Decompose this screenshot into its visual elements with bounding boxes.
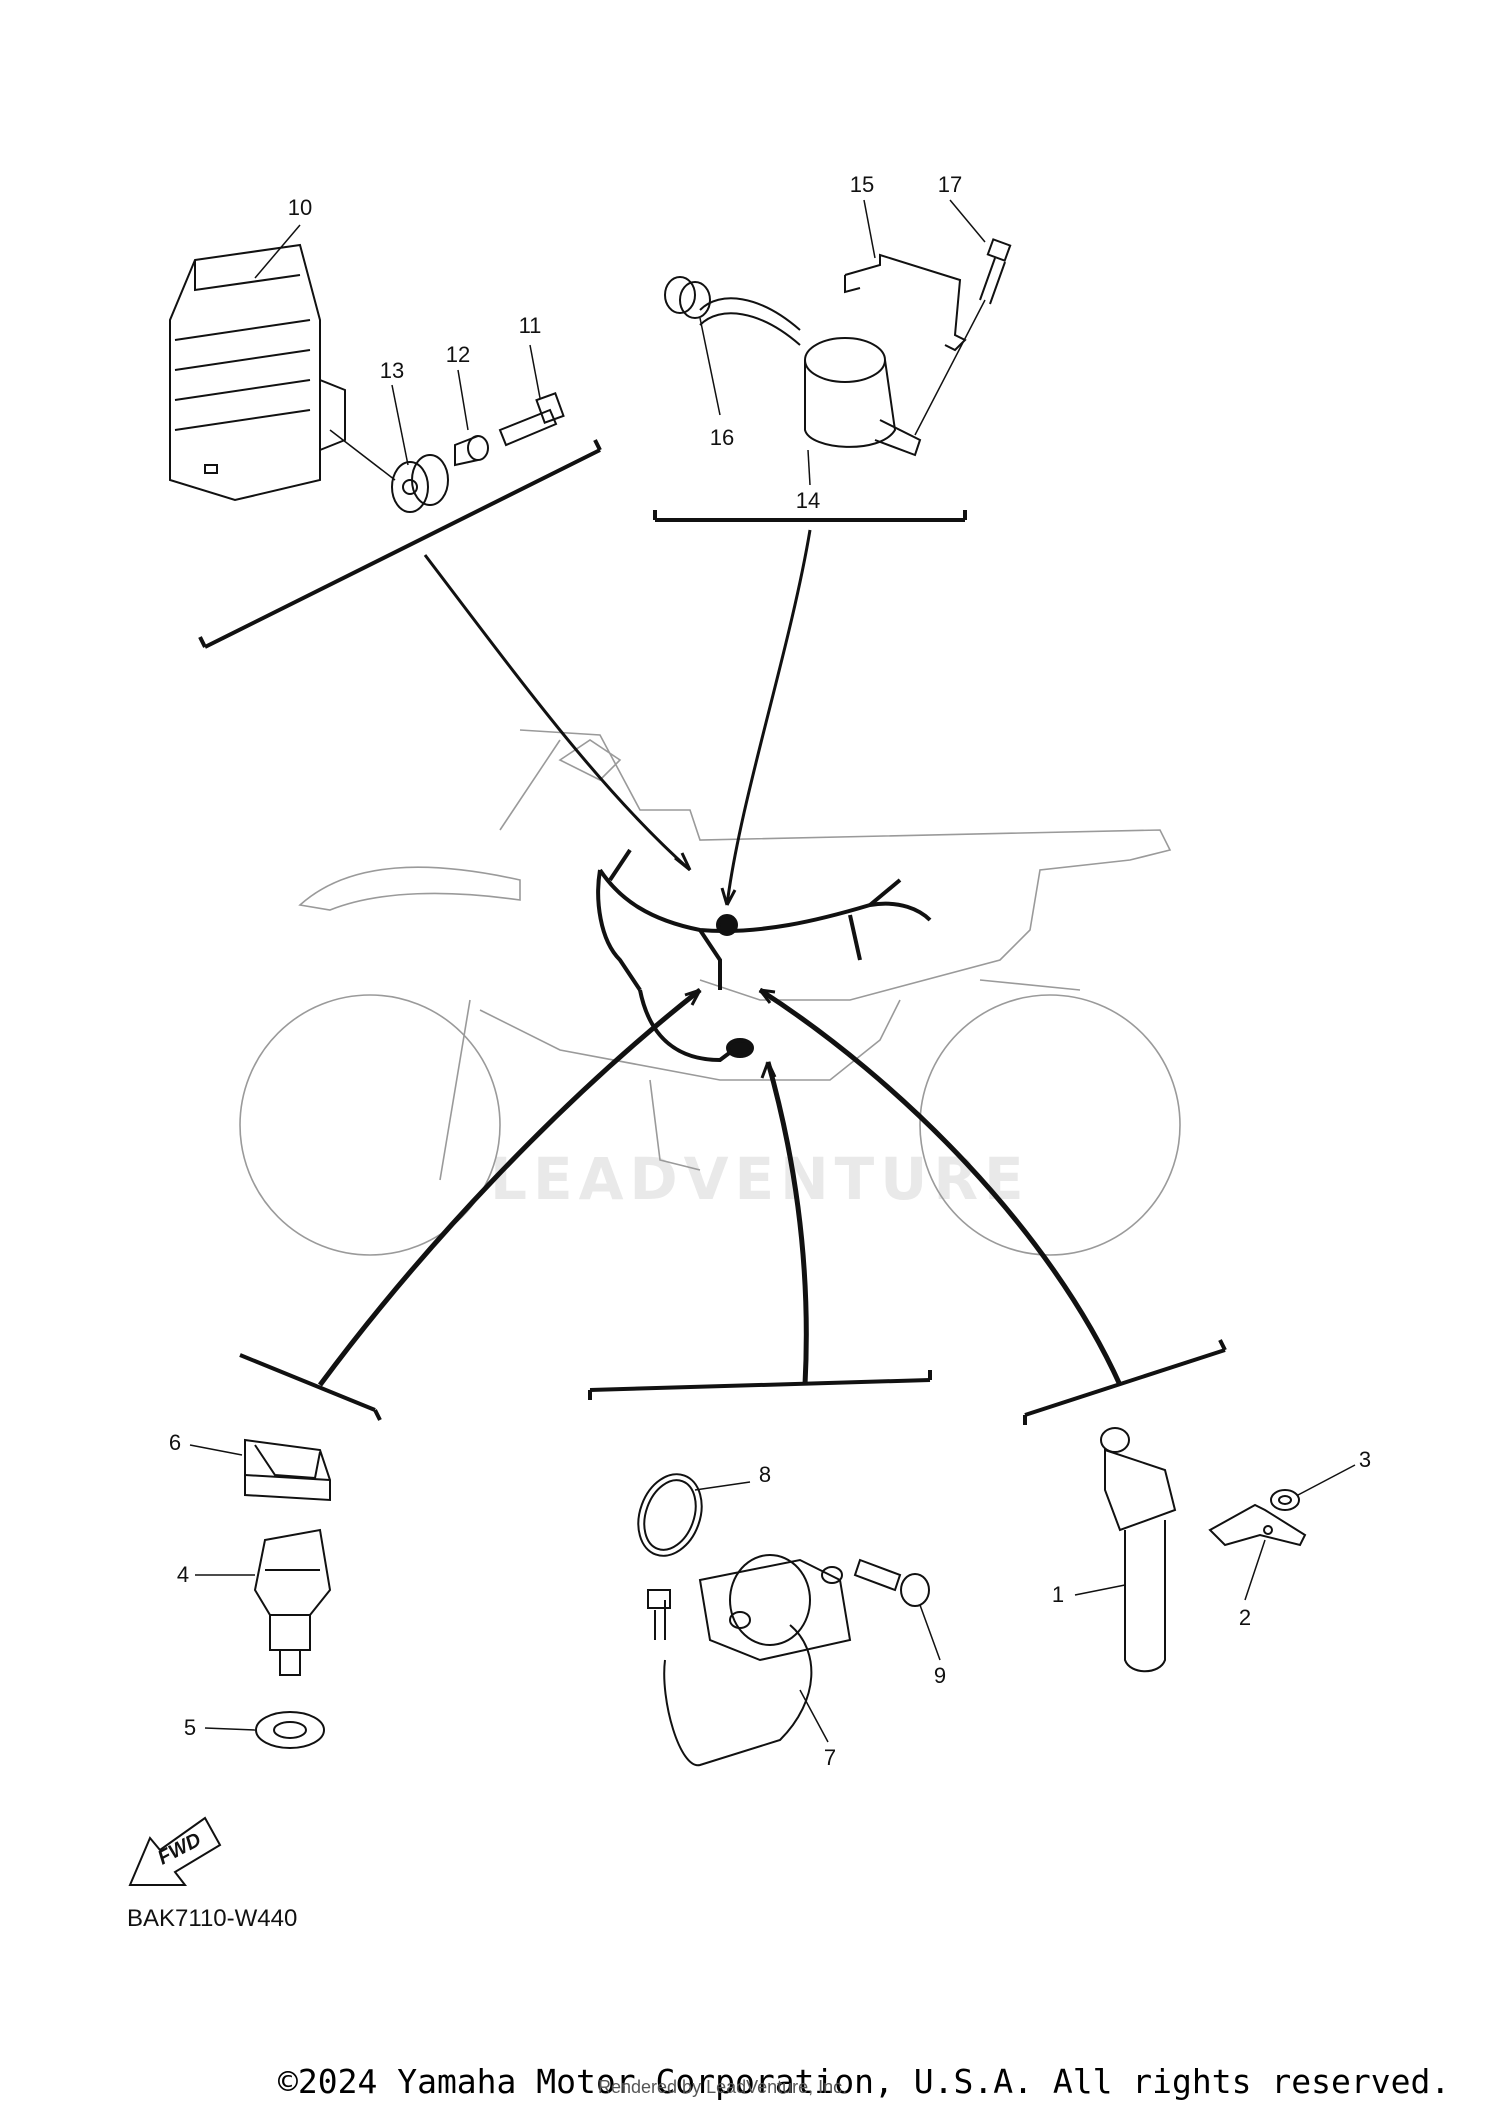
callout-3: 3 [1359,1447,1371,1472]
callout-10: 10 [288,195,312,220]
ignition-coil-part-14 [699,297,922,457]
bolt-part-11 [498,392,565,447]
rendered-by: Rendered by LeadVenture, Inc. [598,2077,848,2097]
callout-12: 12 [446,342,470,367]
bolt-part-9 [853,1558,930,1607]
callout-16: 16 [710,425,734,450]
wire-harness [596,848,932,1063]
sensor-part-1 [1100,1427,1177,1673]
callout-8: 8 [759,1462,771,1487]
callout-2: 2 [1239,1605,1251,1630]
callout-5: 5 [184,1715,196,1740]
copyright-notice: ©2024 Yamaha Motor Corporation, U.S.A. A… [278,2062,1451,2101]
nut-part-3 [1270,1489,1300,1511]
motorcycle-outline [239,729,1181,1256]
fwd-arrow-icon [128,1816,222,1886]
callout-14: 14 [796,488,820,513]
callout-9: 9 [934,1663,946,1688]
callout-4: 4 [177,1562,189,1587]
callout-1: 1 [1052,1582,1064,1607]
diagram-code: BAK7110-W440 [127,1905,298,1932]
temperature-sensor-part-4 [253,1528,332,1676]
bracket-part-15 [844,253,967,352]
callout-13: 13 [380,358,404,383]
callout-15: 15 [850,172,874,197]
ecu-part-10 [169,243,346,502]
callout-11: 11 [519,313,542,338]
leader-lines [189,199,1356,1743]
sensor-lead-part-7 [647,1554,852,1767]
o-ring-part-8 [637,1473,703,1557]
callout-7: 7 [824,1745,836,1770]
collar-part-12 [454,435,489,467]
washer-part-5 [255,1711,325,1749]
bolt-part-17 [979,238,1012,305]
grommet-part-13 [391,454,449,513]
sensor-cap-part-6 [244,1438,331,1502]
callout-6: 6 [169,1430,181,1455]
callout-17: 17 [938,172,962,197]
plug-cap-part-16 [664,276,711,319]
bracket-part-2 [1208,1503,1307,1547]
watermark: LEADVENTURE [490,1145,1030,1213]
